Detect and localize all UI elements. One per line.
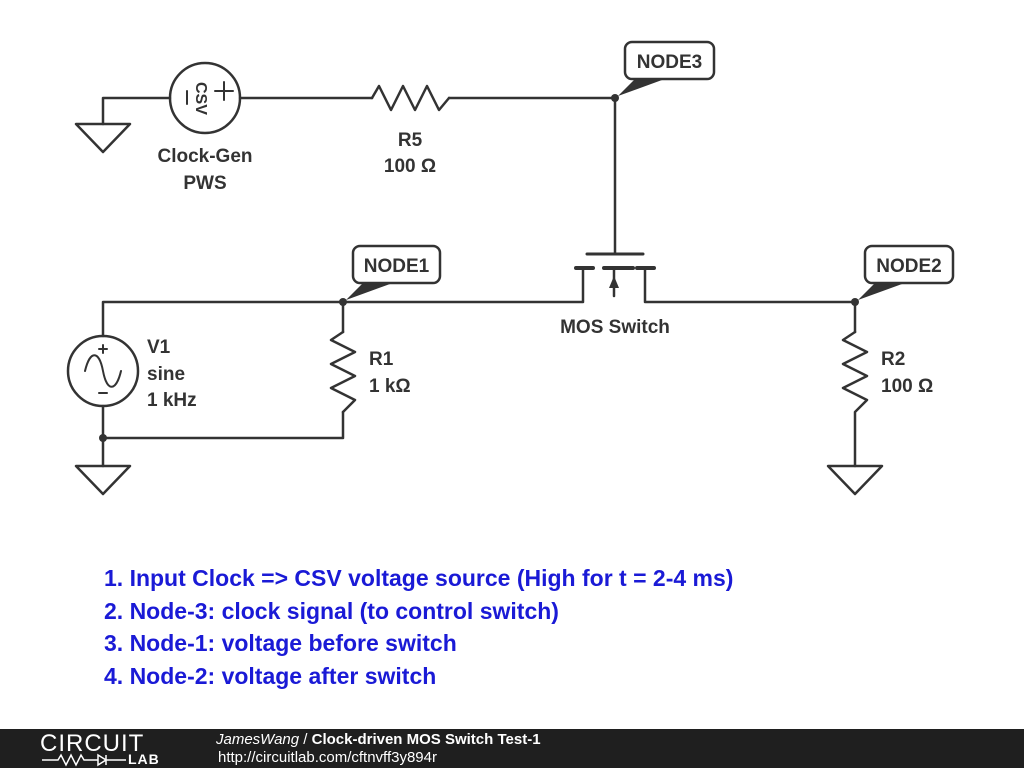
- ground-symbol-r2: [826, 464, 884, 496]
- node-tag-node3: NODE3: [618, 40, 716, 96]
- mos-switch-symbol: [574, 252, 656, 298]
- wire-node1-mos: [341, 266, 585, 304]
- v1-freq: 1 kHz: [147, 390, 197, 411]
- wire-v1-bottom: [101, 404, 345, 468]
- footer-bar: CIRCUIT LAB JamesWang / Clock-driven MOS…: [0, 729, 1024, 768]
- mos-label: MOS Switch: [560, 317, 670, 338]
- resistor-r5-symbol: [370, 84, 451, 112]
- r1-name: R1: [369, 349, 394, 370]
- csv-label-line2: PWS: [183, 173, 226, 194]
- logo-resistor-icon: [42, 753, 126, 767]
- credits-separator: /: [299, 731, 312, 748]
- r5-name: R5: [398, 130, 423, 151]
- csv-glyph: CSV: [192, 82, 209, 115]
- annotation-notes: 1. Input Clock => CSV voltage source (Hi…: [104, 562, 733, 692]
- logo-word: CIRCUIT: [40, 730, 145, 757]
- junction-node3: [611, 94, 619, 102]
- circuit-schematic: NODE3 NODE1 NODE2 CSV Clock-Gen PWS R5 1…: [66, 40, 955, 496]
- resistor-r2-symbol: [841, 330, 869, 468]
- note-item: 2. Node-3: clock signal (to control swit…: [104, 597, 559, 624]
- v1-kind: sine: [147, 364, 185, 385]
- circuit-title: Clock-driven MOS Switch Test-1: [311, 731, 541, 748]
- node2-label: NODE2: [876, 256, 941, 277]
- csv-source-symbol: [168, 61, 242, 135]
- csv-label-line1: Clock-Gen: [157, 146, 252, 167]
- circuit-url-link[interactable]: http://circuitlab.com/cftnvff3y894r: [218, 749, 437, 766]
- note-item: 4. Node-2: voltage after switch: [104, 662, 437, 689]
- mos-arrow-icon: [609, 276, 619, 288]
- ground-symbol-csv: [74, 122, 132, 154]
- r2-value: 100 Ω: [881, 376, 933, 397]
- r1-value: 1 kΩ: [369, 376, 411, 397]
- junction-node2: [851, 298, 859, 306]
- wire-csv-ground: [101, 96, 172, 126]
- ground-symbol-v1: [74, 464, 132, 496]
- v1-name: V1: [147, 337, 171, 358]
- circuitlab-logo[interactable]: CIRCUIT LAB: [40, 730, 180, 768]
- note-item: 3. Node-1: voltage before switch: [104, 630, 457, 656]
- node1-label: NODE1: [364, 256, 430, 277]
- resistor-r1-symbol: [329, 330, 357, 414]
- credits: JamesWang / Clock-driven MOS Switch Test…: [216, 731, 541, 767]
- logo-sub: LAB: [128, 751, 160, 767]
- junction-node1: [339, 298, 347, 306]
- junction-v1-bottom: [99, 434, 107, 442]
- r5-value: 100 Ω: [384, 156, 436, 177]
- wire-v1-node1: [101, 300, 345, 338]
- node3-label: NODE3: [637, 52, 702, 73]
- node-tag-node2: NODE2: [858, 244, 955, 300]
- author-link[interactable]: JamesWang: [216, 731, 300, 748]
- wire-mos-node2: [643, 266, 857, 304]
- r2-name: R2: [881, 349, 905, 370]
- node-tag-node1: NODE1: [346, 244, 442, 300]
- note-item: 1. Input Clock => CSV voltage source (Hi…: [104, 565, 734, 591]
